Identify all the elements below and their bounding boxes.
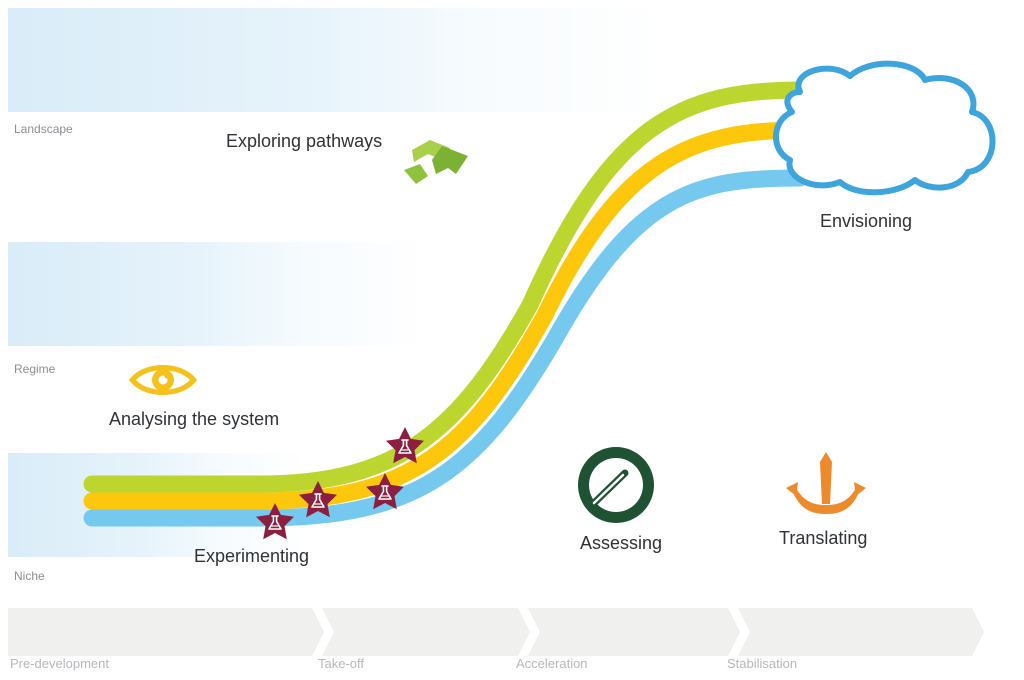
curve-yellow [83, 121, 809, 510]
phase-label-stabilisation: Stabilisation [727, 656, 798, 671]
step-label-exploring-pathways: Exploring pathways [226, 131, 383, 151]
regime-band [8, 242, 428, 346]
phase-label-pre-development: Pre-development [10, 656, 109, 671]
landscape-band [8, 8, 668, 112]
flask-star-icon [256, 503, 294, 540]
step-label-assessing: Assessing [580, 533, 663, 553]
phase-label-take-off: Take-off [318, 656, 365, 671]
flask-star-icon [366, 473, 404, 510]
step-label-translating: Translating [779, 528, 868, 548]
recycle-arrows-icon [404, 140, 468, 184]
gauge-icon [578, 447, 654, 523]
phase-chevron-pre-development [8, 608, 324, 656]
step-label-analysing-the-system: Analysing the system [109, 409, 280, 429]
curve-blue [83, 169, 809, 527]
phase-chevron-acceleration [528, 608, 740, 656]
phase-label-acceleration: Acceleration [516, 656, 588, 671]
step-label-envisioning: Envisioning [820, 211, 913, 231]
curve-green [83, 81, 809, 493]
flask-star-icon [386, 427, 424, 464]
cloud-icon [773, 60, 996, 196]
phase-bar [8, 608, 984, 656]
step-label-experimenting: Experimenting [194, 546, 310, 566]
eye-icon [129, 365, 197, 395]
level-label-landscape: Landscape [14, 122, 73, 136]
phase-chevron-take-off [322, 608, 530, 656]
phase-chevron-stabilisation [738, 608, 984, 656]
anchor-icon [786, 452, 866, 514]
flask-star-icon [299, 481, 337, 518]
level-label-niche: Niche [14, 569, 45, 583]
level-label-regime: Regime [14, 362, 56, 376]
